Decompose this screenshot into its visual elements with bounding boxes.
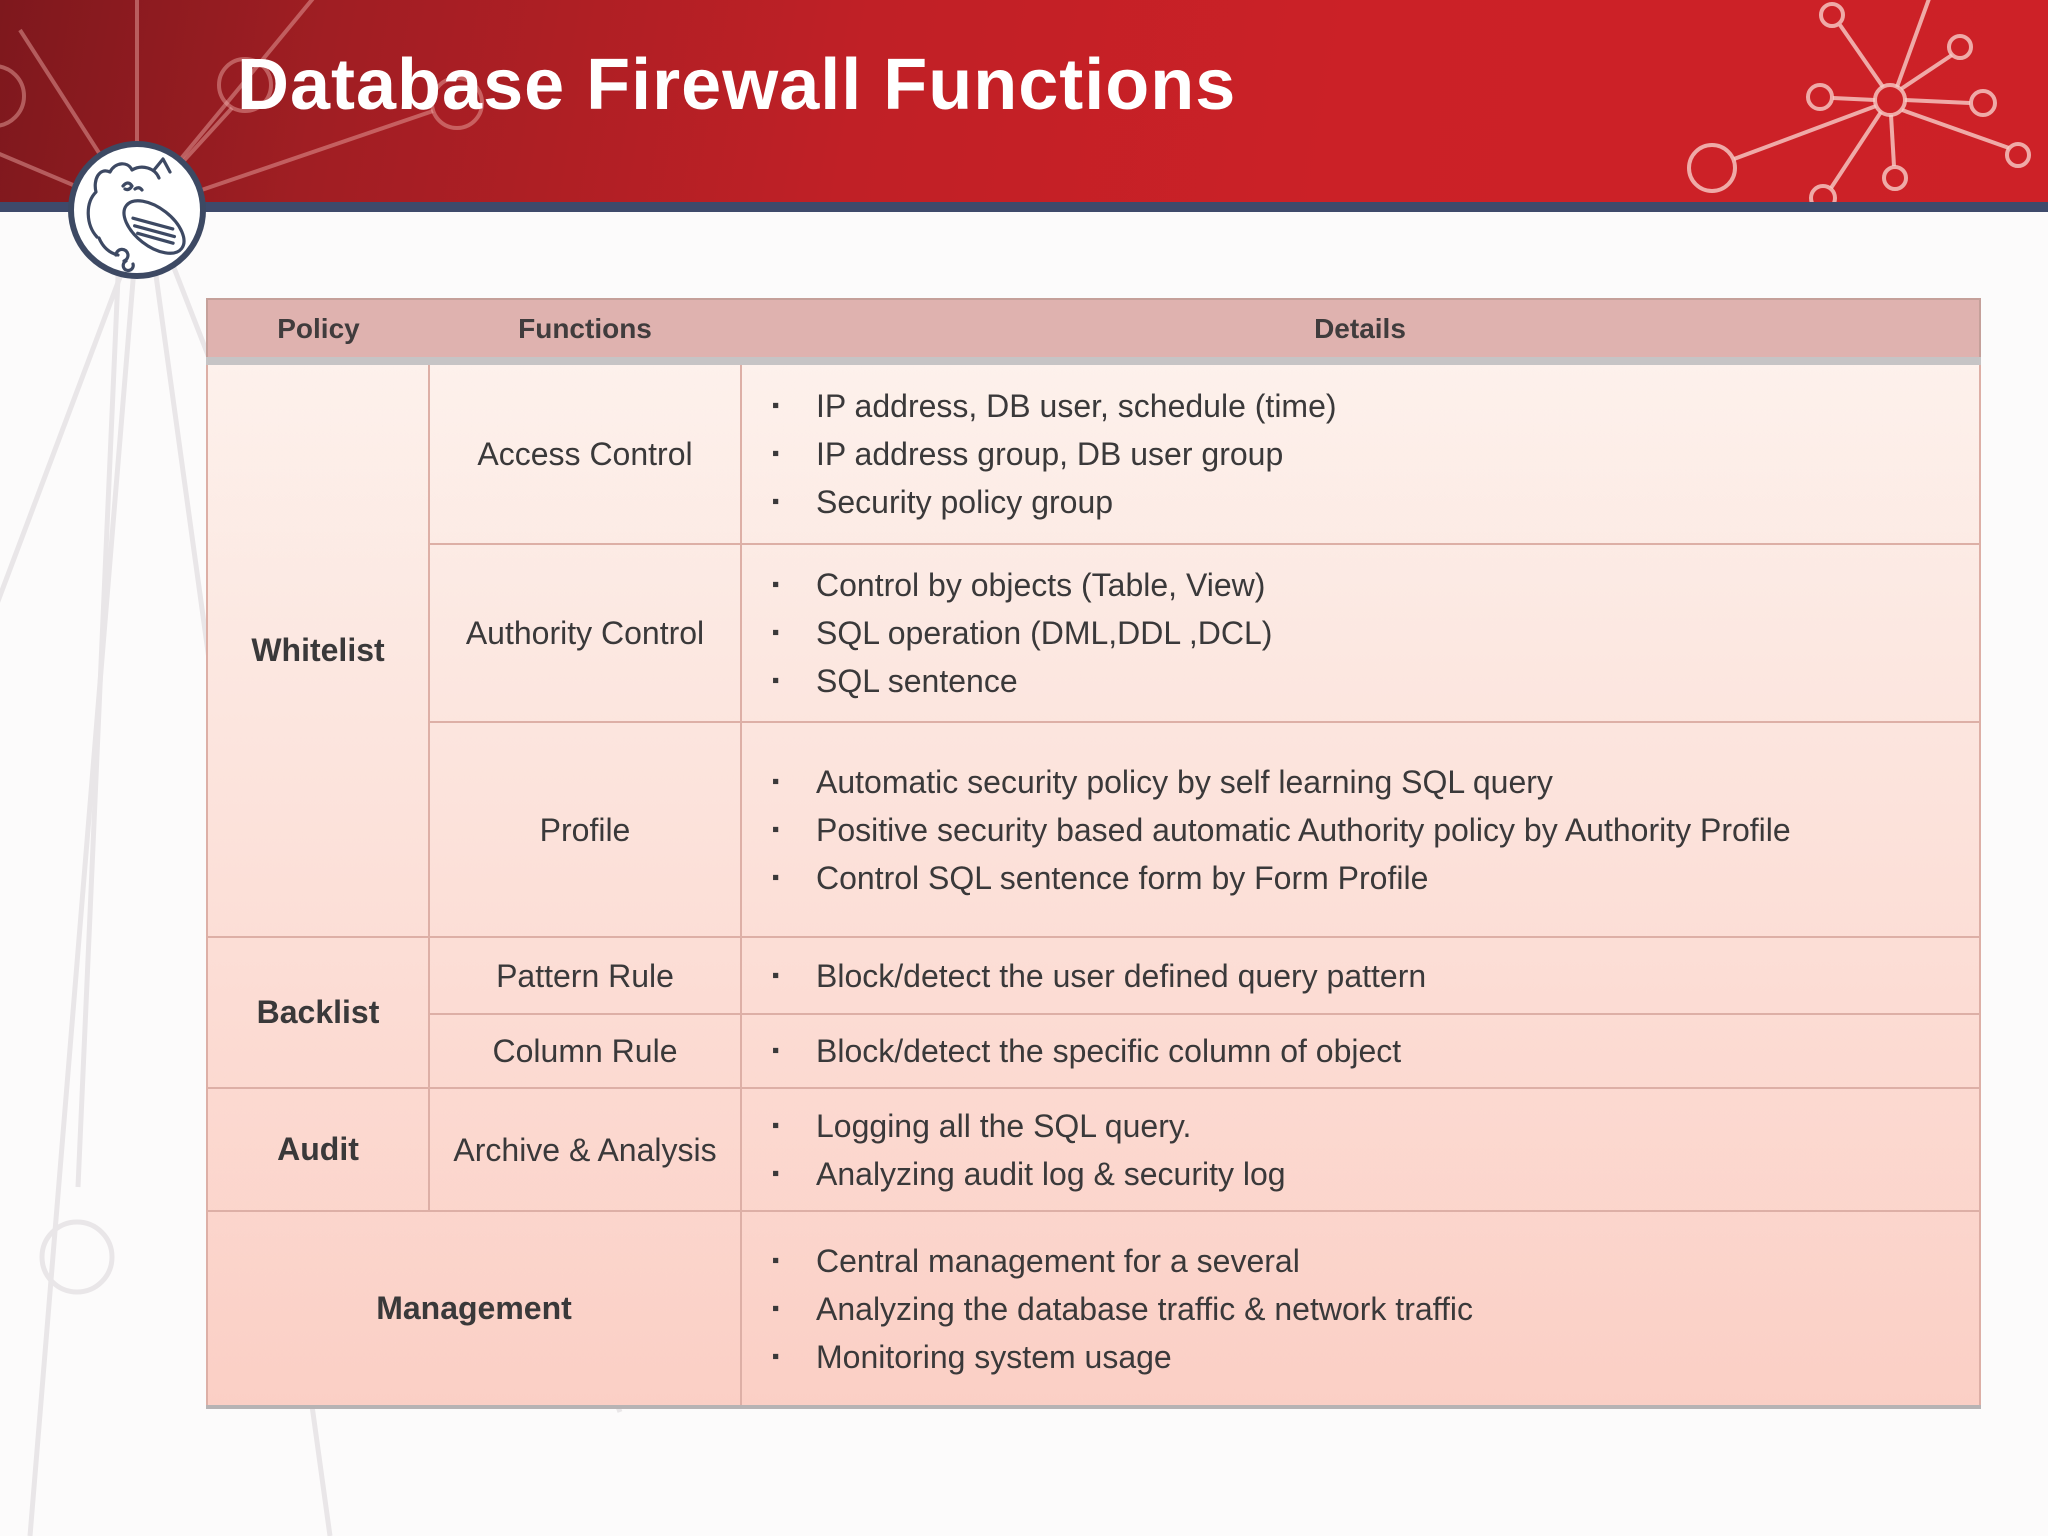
detail-item: ▪Automatic security policy by self learn… <box>772 758 1884 806</box>
function-access-control: Access Control <box>428 360 742 545</box>
detail-item: ▪Central management for a several <box>772 1237 1884 1285</box>
bullet-icon: ▪ <box>772 1039 780 1062</box>
navy-divider <box>0 202 2048 212</box>
detail-item: ▪Block/detect the user defined query pat… <box>772 952 1884 1000</box>
column-header-functions: Functions <box>429 299 741 365</box>
details-cell: ▪Central management for a several ▪Analy… <box>740 1210 1981 1408</box>
policy-backlist: Backlist <box>206 936 430 1089</box>
bullet-icon: ▪ <box>772 1344 780 1368</box>
detail-item: ▪SQL sentence <box>772 657 1884 705</box>
table-row: Management ▪Central management for a sev… <box>206 1210 1981 1408</box>
detail-item: ▪IP address, DB user, schedule (time) <box>772 382 1884 430</box>
detail-item: ▪IP address group, DB user group <box>772 430 1884 478</box>
column-header-policy: Policy <box>207 299 429 365</box>
bullet-icon: ▪ <box>772 1248 780 1272</box>
detail-item: ▪Control SQL sentence form by Form Profi… <box>772 854 1884 902</box>
bullet-icon: ▪ <box>772 1296 780 1320</box>
table-row: Authority Control ▪Control by objects (T… <box>207 543 1981 723</box>
table-row: Whitelist Access Control ▪IP address, DB… <box>206 360 1981 938</box>
detail-item: ▪Logging all the SQL query. <box>772 1102 1884 1150</box>
bullet-icon: ▪ <box>772 573 780 596</box>
detail-item: ▪Analyzing the database traffic & networ… <box>772 1285 1884 1333</box>
table-row: Backlist Pattern Rule ▪Block/detect the … <box>206 936 1981 1089</box>
detail-item: ▪Control by objects (Table, View) <box>772 561 1884 609</box>
bullet-icon: ▪ <box>772 817 780 841</box>
detail-item: ▪Positive security based automatic Autho… <box>772 806 1884 854</box>
function-authority-control: Authority Control <box>428 543 742 723</box>
mascot-logo <box>68 141 206 279</box>
column-header-details: Details <box>741 299 1980 365</box>
function-pattern-rule: Pattern Rule <box>428 936 742 1015</box>
policy-whitelist: Whitelist <box>206 360 430 938</box>
details-cell: ▪Block/detect the specific column of obj… <box>740 1013 1981 1089</box>
bullet-icon: ▪ <box>772 1161 780 1185</box>
detail-item: ▪Monitoring system usage <box>772 1333 1884 1381</box>
details-cell: ▪Logging all the SQL query. ▪Analyzing a… <box>740 1087 1981 1212</box>
bullet-icon: ▪ <box>772 669 780 692</box>
functions-table: Policy Functions Details Whitelist Acces… <box>206 298 1981 1409</box>
table-header-row: Policy Functions Details <box>207 299 1980 365</box>
bullet-icon: ▪ <box>772 963 780 987</box>
details-cell: ▪Block/detect the user defined query pat… <box>740 936 1981 1015</box>
details-cell: ▪Automatic security policy by self learn… <box>740 721 1981 938</box>
details-cell: ▪IP address, DB user, schedule (time) ▪I… <box>740 360 1981 545</box>
bullet-icon: ▪ <box>772 621 780 644</box>
policy-management: Management <box>206 1210 742 1408</box>
table-row: Audit Archive & Analysis ▪Logging all th… <box>206 1087 1981 1212</box>
detail-item: ▪Block/detect the specific column of obj… <box>772 1027 1884 1075</box>
bullet-icon: ▪ <box>772 769 780 793</box>
bullet-icon: ▪ <box>772 442 780 465</box>
detail-item: ▪SQL operation (DML,DDL ,DCL) <box>772 609 1884 657</box>
function-column-rule: Column Rule <box>428 1013 742 1089</box>
bullet-icon: ▪ <box>772 1113 780 1137</box>
details-cell: ▪Control by objects (Table, View) ▪SQL o… <box>740 543 1981 723</box>
mascot-circle <box>68 141 206 279</box>
table-row: Column Rule ▪Block/detect the specific c… <box>207 1013 1981 1089</box>
page-title: Database Firewall Functions <box>237 45 1237 125</box>
detail-item: ▪Analyzing audit log & security log <box>772 1150 1884 1198</box>
policy-audit: Audit <box>206 1087 430 1212</box>
bullet-icon: ▪ <box>772 490 780 513</box>
function-profile: Profile <box>428 721 742 938</box>
bullet-icon: ▪ <box>772 394 780 417</box>
detail-item: ▪Security policy group <box>772 478 1884 526</box>
bullet-icon: ▪ <box>772 865 780 889</box>
function-archive-analysis: Archive & Analysis <box>428 1087 742 1212</box>
table-row: Profile ▪Automatic security policy by se… <box>207 721 1981 938</box>
